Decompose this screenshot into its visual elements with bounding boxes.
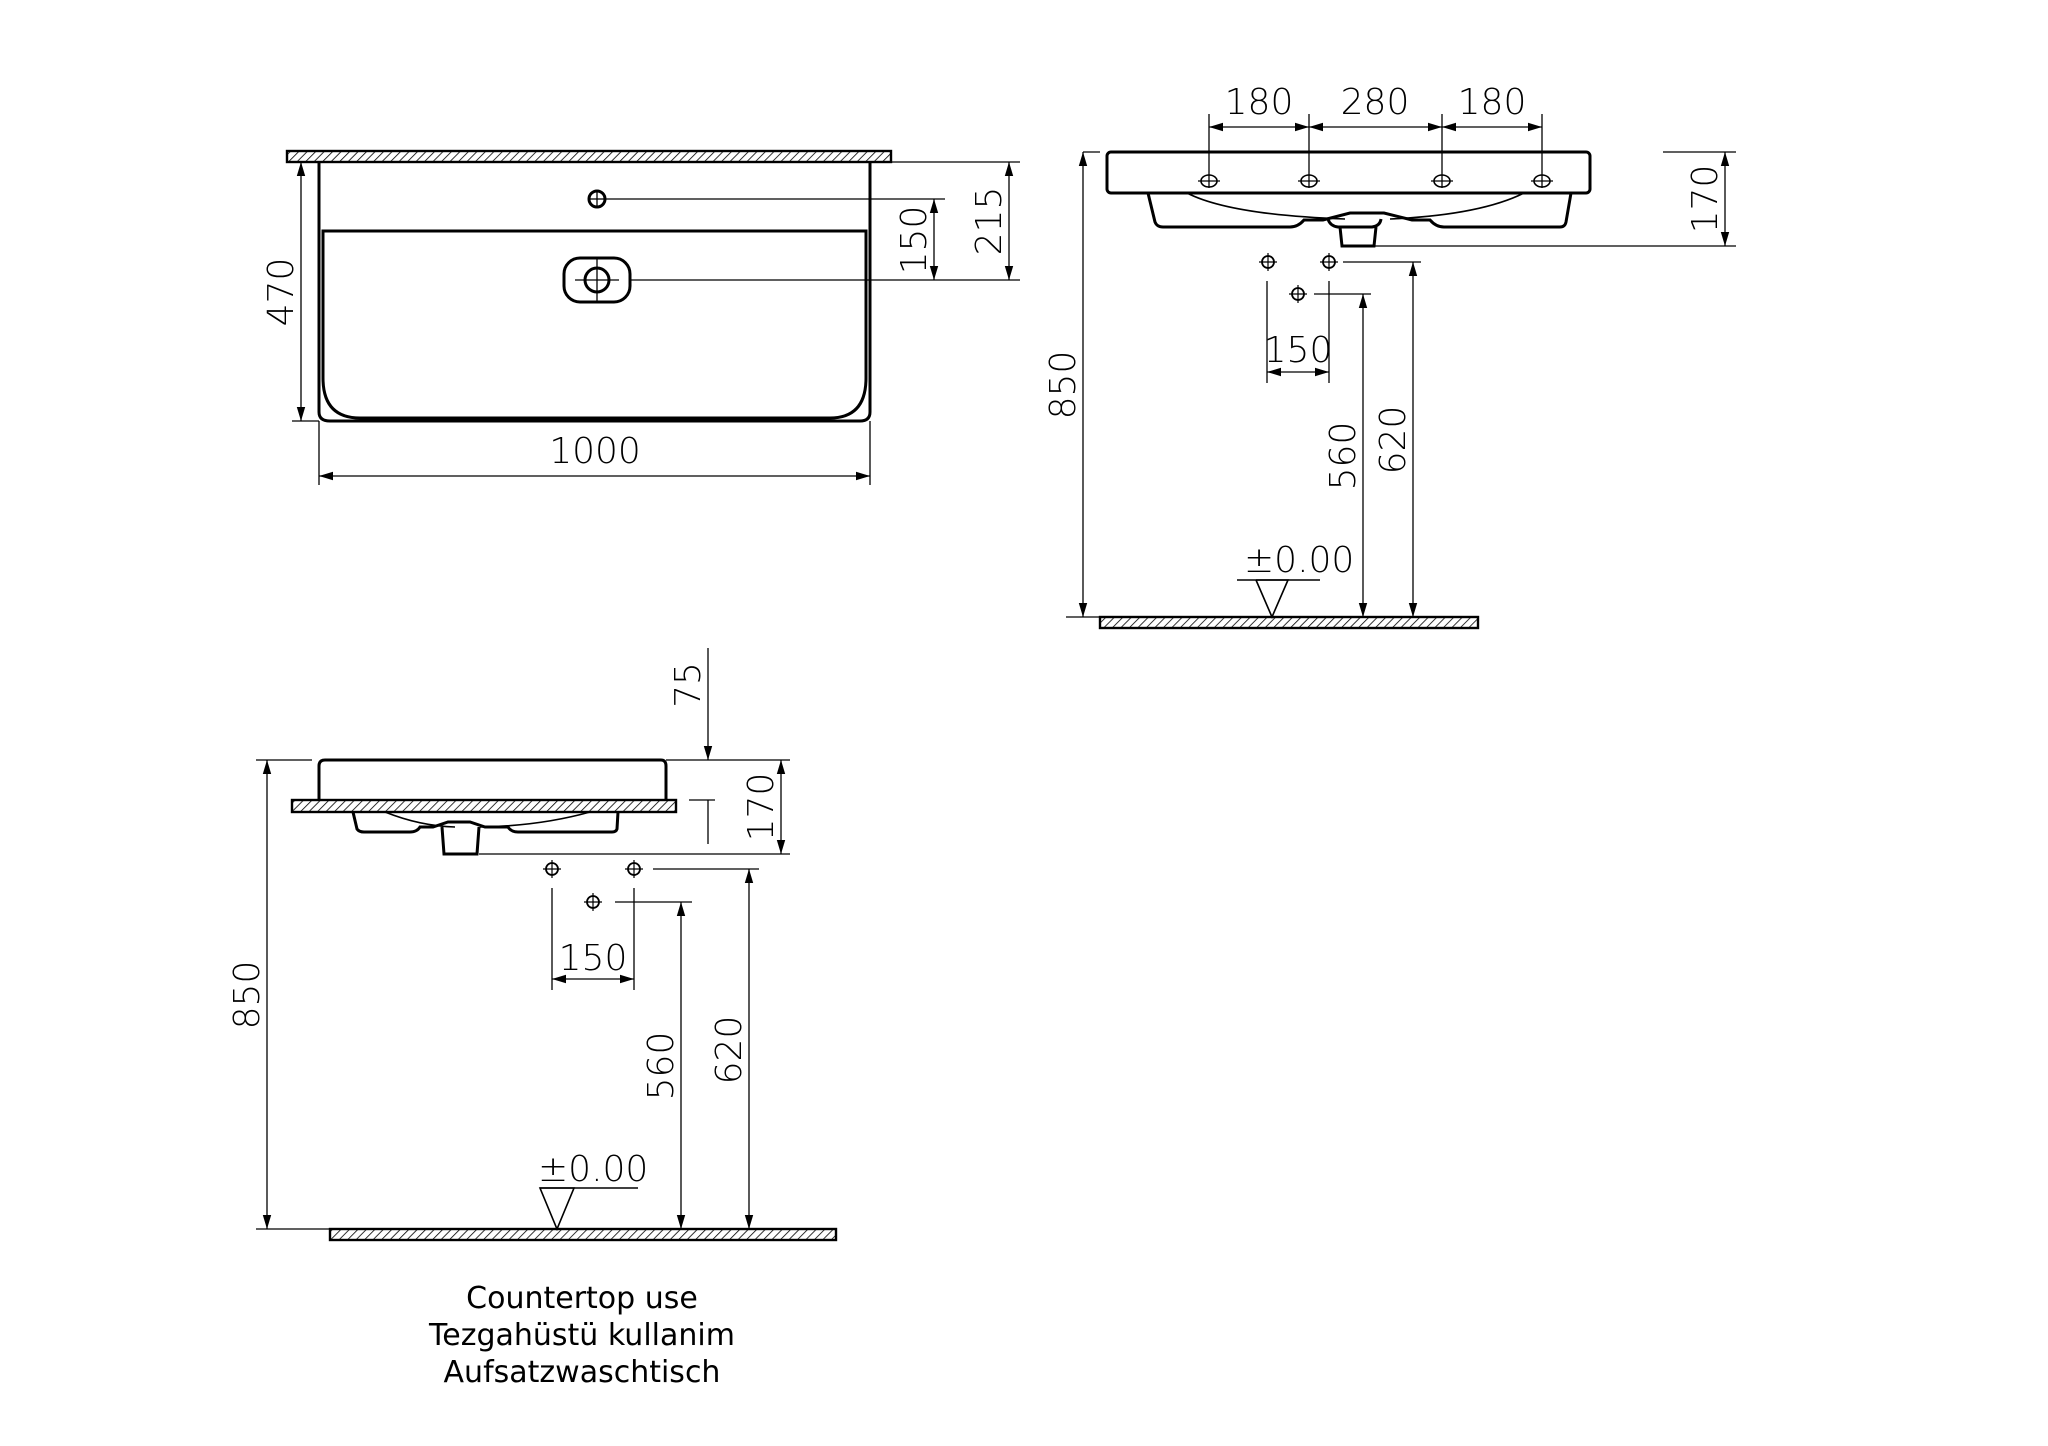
front-view-wall-hung: 180 280 180 170 850 150 560 620 ±0.00 [1043, 82, 1736, 630]
dim-supply-height: 620 [1373, 406, 1414, 475]
dim-waste-height: 560 [641, 1032, 682, 1101]
dim-tap-spacing-right: 180 [1458, 82, 1527, 123]
wall-hatch [285, 149, 893, 164]
dim-tap-spacing-left: 180 [1225, 82, 1294, 123]
supply-right-icon [624, 859, 644, 879]
floor-level-marker [1237, 579, 1290, 620]
sink-rim [1105, 150, 1592, 195]
dim-wall-to-drain: 215 [969, 187, 1010, 256]
supply-right-icon [1319, 252, 1339, 272]
sink-outline [317, 162, 872, 423]
dim-supply-height: 620 [709, 1016, 750, 1085]
dim-tap-to-drain: 150 [894, 206, 935, 275]
waste-outlet [440, 826, 481, 856]
dim-depth: 470 [261, 258, 302, 327]
dim-width: 1000 [549, 431, 641, 472]
floor-hatch [1098, 615, 1480, 630]
countertop-view: 75 170 850 150 560 620 ±0.00 Cou [227, 648, 838, 1390]
top-view: 470 1000 150 215 [261, 149, 1020, 485]
caption-turkish: Tezgahüstü kullanim [428, 1318, 735, 1353]
tap-holes [1198, 174, 1553, 188]
dim-trap-spacing: 150 [1264, 330, 1333, 371]
floor-level-label: ±0.00 [538, 1149, 648, 1190]
countertop-hatch [290, 798, 678, 814]
bowl-underside [1146, 192, 1573, 229]
caption-german: Aufsatzwaschtisch [444, 1355, 721, 1390]
bowl-underside [351, 811, 620, 834]
dim-install-height: 850 [1043, 351, 1084, 420]
floor-hatch [328, 1227, 838, 1242]
dim-install-height: 850 [227, 961, 268, 1030]
caption-english: Countertop use [466, 1281, 698, 1316]
waste-outlet [1338, 226, 1378, 248]
dim-waste-height: 560 [1323, 422, 1364, 491]
floor-level-label: ±0.00 [1244, 540, 1354, 581]
supply-left-icon [1258, 252, 1278, 272]
dim-above-counter: 75 [668, 662, 709, 708]
sink-body [317, 758, 668, 801]
supply-left-icon [542, 859, 562, 879]
basin-outline [321, 229, 868, 420]
dim-tap-spacing-middle: 280 [1341, 82, 1410, 123]
floor-level-marker [538, 1187, 576, 1232]
waste-pipe-icon [1288, 284, 1308, 304]
waste-pipe-icon [583, 892, 603, 912]
dim-basin-height: 170 [741, 773, 782, 842]
dim-trap-spacing: 150 [559, 938, 628, 979]
dim-basin-height: 170 [1685, 165, 1726, 234]
